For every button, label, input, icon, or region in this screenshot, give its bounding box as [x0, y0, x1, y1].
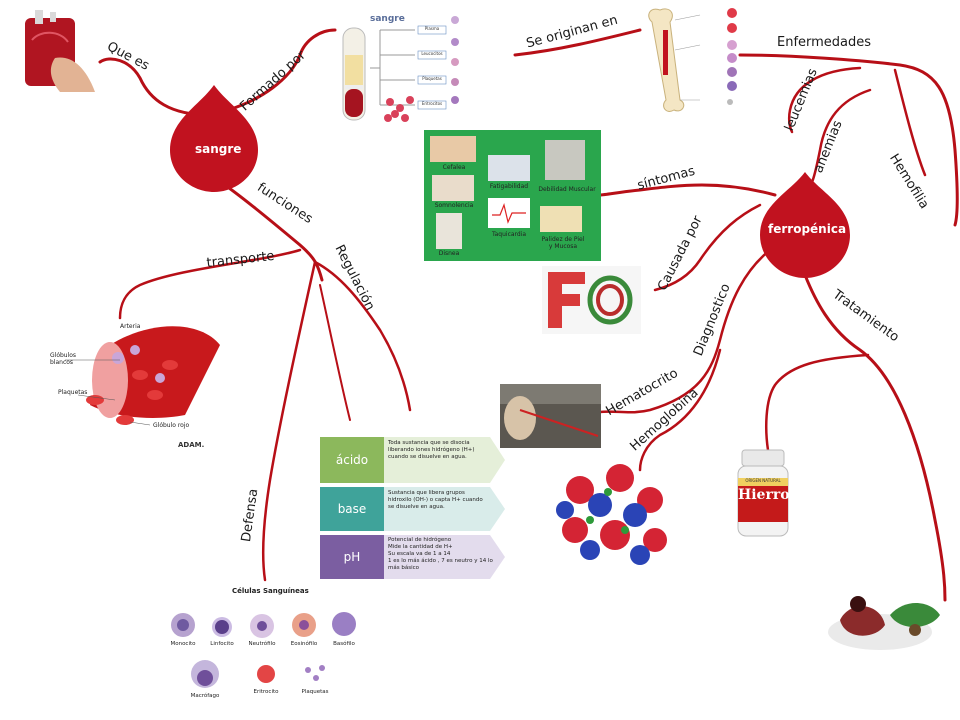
branch-regulacion-sub	[319, 284, 351, 421]
blood-bag-image	[25, 10, 95, 92]
branch-causada-por	[653, 203, 762, 292]
branch-enfermedades	[738, 53, 959, 227]
ferropenica-drop-shape	[760, 172, 850, 278]
sangre-node[interactable]	[170, 85, 258, 192]
ph-text-ph: Potencial de hidrógeno Mide la cantidad …	[388, 537, 493, 571]
blood-composition-image	[342, 16, 459, 122]
cell-label: Linfocito	[210, 641, 234, 647]
symptom-label: Somnolencia	[434, 202, 474, 209]
blood-vessel-image	[65, 326, 220, 426]
sangre-drop-shape	[170, 85, 258, 192]
ph-pill-base: base	[320, 487, 384, 531]
ph-text-base: Sustancia que libera grupos hidroxilo (O…	[388, 490, 483, 510]
hemoglobin-molecule-image	[556, 464, 667, 565]
cell-label: Monocito	[170, 641, 196, 647]
composition-part: Eritrocitos	[421, 101, 443, 106]
branch-que-es	[98, 57, 212, 117]
branch-leucemias	[787, 66, 862, 134]
ferropenica-node[interactable]	[760, 172, 850, 278]
bone-marrow-image	[648, 8, 737, 112]
branch-regulacion	[313, 260, 412, 412]
composition-part: Leucocitos	[421, 51, 443, 56]
composition-part: Plaquetas	[422, 76, 442, 81]
branch-defensa	[261, 260, 317, 582]
hematocrit-image	[500, 384, 601, 448]
branch-tratamiento	[803, 273, 947, 602]
symptom-label: Palidez de Piel y Mucosa	[541, 236, 585, 250]
branch-diagnostico	[598, 248, 772, 414]
branch-tratamiento-hierro	[765, 353, 870, 452]
supplement-brand-top: ORIGEN NATURAL	[745, 478, 781, 483]
symptoms-panel	[424, 130, 601, 261]
blood-cells-title: Células Sanguíneas	[232, 587, 309, 595]
branch-hemoglobina	[638, 348, 722, 472]
ferropenica-node-label: ferropénica	[768, 222, 847, 236]
branch-lines	[98, 28, 959, 602]
iron-supplement-image	[737, 449, 789, 537]
symptom-label: Taquicardia	[491, 231, 527, 238]
blood-cells-image	[171, 612, 356, 688]
cell-label: Macrófago	[190, 693, 220, 699]
iron-rich-food-image	[828, 596, 940, 650]
ph-text-acid: Toda sustancia que se disocia liberando …	[388, 440, 475, 460]
cell-label: Eosinófilo	[290, 641, 318, 647]
cell-label: Eritrocito	[253, 689, 279, 695]
label-enfermedades: Enfermedades	[777, 35, 872, 50]
ph-pill-ph: pH	[320, 535, 384, 579]
symptom-label: Debilidad Muscular	[538, 186, 596, 193]
vessel-label: Arteria	[120, 323, 141, 330]
composition-title: sangre	[370, 14, 405, 24]
branch-formado-por	[226, 28, 337, 112]
branch-sintomas	[598, 183, 777, 197]
branch-hemofilia	[893, 68, 927, 177]
ph-pill-acid: ácido	[320, 437, 384, 483]
symptom-label: Cefalea	[442, 164, 466, 171]
sangre-node-label: sangre	[195, 142, 242, 156]
composition-part: Plasma	[424, 26, 440, 31]
iron-deficiency-image	[542, 266, 641, 334]
vessel-label: Plaquetas	[58, 389, 88, 396]
vessel-brand: ADAM.	[178, 441, 205, 449]
symptom-label: Disnea	[438, 250, 460, 257]
branch-funciones	[213, 176, 324, 282]
branch-se-originan-en	[513, 28, 642, 57]
supplement-brand: Hierro	[738, 487, 790, 503]
vessel-label: Glóbulo rojo	[153, 422, 190, 429]
symptom-label: Fatigabilidad	[489, 183, 529, 190]
cell-label: Neutrófilo	[248, 641, 276, 647]
branch-transporte	[118, 248, 302, 320]
vessel-label: Glóbulos blancos	[50, 352, 77, 366]
cell-label: Plaquetas	[301, 689, 329, 695]
cell-label: Basófilo	[333, 641, 355, 647]
